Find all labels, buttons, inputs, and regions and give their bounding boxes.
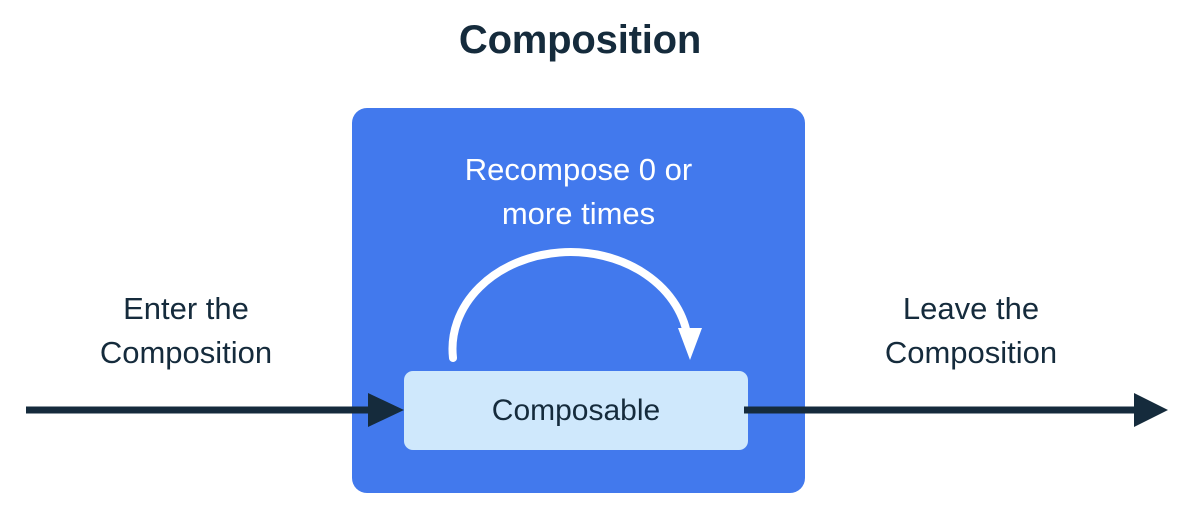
leave-label-line-1: Leave the — [902, 291, 1040, 326]
composable-node[interactable]: Composable — [404, 371, 748, 450]
recompose-caption-line-1: Recompose 0 or — [464, 152, 693, 187]
page-title: Composition — [458, 18, 702, 62]
enter-composition-label: Enter the Composition — [45, 287, 327, 375]
enter-label-line-2: Composition — [99, 335, 273, 370]
leave-label-line-2: Composition — [884, 335, 1058, 370]
composable-node-label: Composable — [491, 393, 661, 427]
leave-composition-label: Leave the Composition — [830, 287, 1112, 375]
recompose-caption-line-2: more times — [501, 196, 656, 231]
enter-label-line-1: Enter the — [123, 291, 249, 326]
recompose-caption: Recompose 0 or more times — [352, 148, 805, 236]
leave-arrow-right-icon — [744, 393, 1168, 427]
